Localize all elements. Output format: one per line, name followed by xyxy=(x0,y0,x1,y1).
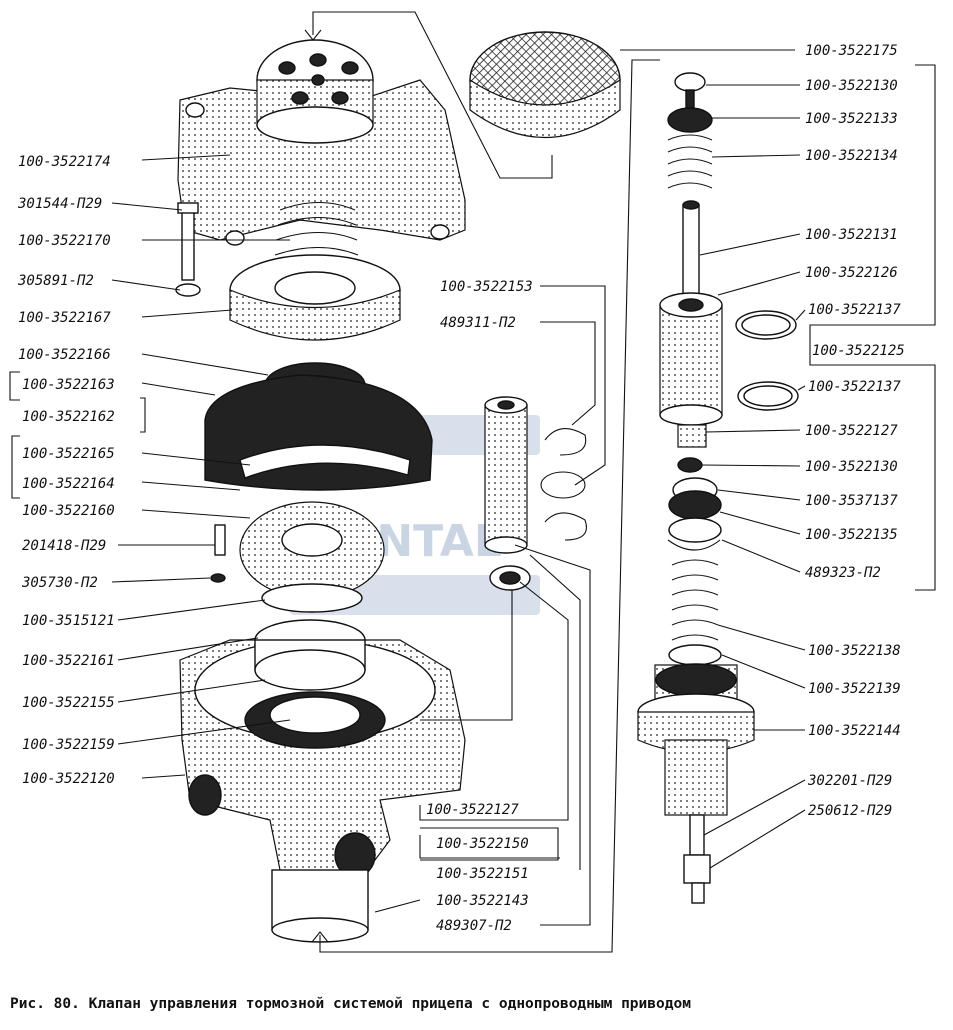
labels-right: 100-3522175 100-3522130 100-3522133 100-… xyxy=(805,43,905,819)
label-right: 100-3522135 xyxy=(805,527,898,543)
label-left: 100-3522159 xyxy=(22,737,115,753)
label-left: 201418-П29 xyxy=(22,538,106,554)
spring-100-3522170 xyxy=(274,202,359,286)
label-middle: 100-3522150 xyxy=(436,836,529,852)
seal-100-3522127-mid xyxy=(489,565,531,591)
label-left: 100-3522161 xyxy=(22,653,115,669)
label-middle: 100-3522151 xyxy=(436,866,529,882)
pusher-100-3522153 xyxy=(484,396,528,554)
piston-100-3522167 xyxy=(229,254,401,341)
label-left: 100-3522120 xyxy=(22,771,115,787)
label-left: 100-3515121 xyxy=(22,613,115,629)
label-right: 302201-П29 xyxy=(807,773,892,789)
label-right: 100-3522137 xyxy=(808,379,901,395)
label-left: 100-3522167 xyxy=(18,310,111,326)
label-right: 100-3522131 xyxy=(805,227,898,243)
label-right: 100-3522144 xyxy=(808,723,901,739)
label-middle: 100-3522127 xyxy=(426,802,519,818)
label-left: 305730-П2 xyxy=(21,575,98,591)
label-left: 100-3522165 xyxy=(22,446,115,462)
label-right: 250612-П29 xyxy=(808,803,892,819)
label-right: 100-3522126 xyxy=(805,265,898,281)
label-left: 305891-П2 xyxy=(17,273,94,289)
label-right: 100-3537137 xyxy=(805,493,898,509)
labels-middle: 100-3522153 489311-П2 100-3522127 100-35… xyxy=(420,279,559,934)
label-middle: 489311-П2 xyxy=(440,315,516,331)
label-right: 100-3522175 xyxy=(805,43,898,59)
label-left: 301544-П29 xyxy=(17,196,102,212)
valve-plate-100-3522160 xyxy=(210,501,385,613)
label-left: 100-3522164 xyxy=(22,476,115,492)
label-left: 100-3522160 xyxy=(22,503,115,519)
bolt-301544 xyxy=(175,202,201,297)
retaining-rings-489311 xyxy=(540,428,587,541)
label-left: 100-3522163 xyxy=(22,377,115,393)
right-valve-stack xyxy=(637,72,799,904)
labels-left: 100-3522174 301544-П29 100-3522170 30589… xyxy=(17,154,115,787)
label-right: 100-3522134 xyxy=(805,148,898,164)
upper-housing xyxy=(177,39,466,246)
label-right: 100-3522125 xyxy=(812,343,905,359)
label-left: 100-3522170 xyxy=(18,233,111,249)
label-middle: 100-3522153 xyxy=(440,279,533,295)
leader-lines xyxy=(9,11,936,953)
label-left: 100-3522174 xyxy=(18,154,111,170)
figure-caption: Рис. 80. Клапан управления тормозной сис… xyxy=(10,996,691,1012)
label-right: 100-3522137 xyxy=(808,302,901,318)
lower-housing xyxy=(179,619,466,943)
label-middle: 489307-П2 xyxy=(436,918,512,934)
diaphragm-100-3522163 xyxy=(204,374,433,491)
label-right: 489323-П2 xyxy=(805,565,881,581)
label-right: 100-3522133 xyxy=(805,111,898,127)
label-middle: 100-3522143 xyxy=(436,893,529,909)
label-left: 100-3522166 xyxy=(18,347,111,363)
label-right: 100-3522130 xyxy=(805,459,898,475)
mesh-filter-100-3522175 xyxy=(469,31,621,139)
label-right: 100-3522139 xyxy=(808,681,901,697)
label-right: 100-3522138 xyxy=(808,643,901,659)
label-right: 100-3522127 xyxy=(805,423,898,439)
label-left: 100-3522155 xyxy=(22,695,115,711)
label-right: 100-3522130 xyxy=(805,78,898,94)
label-left: 100-3522162 xyxy=(22,409,115,425)
